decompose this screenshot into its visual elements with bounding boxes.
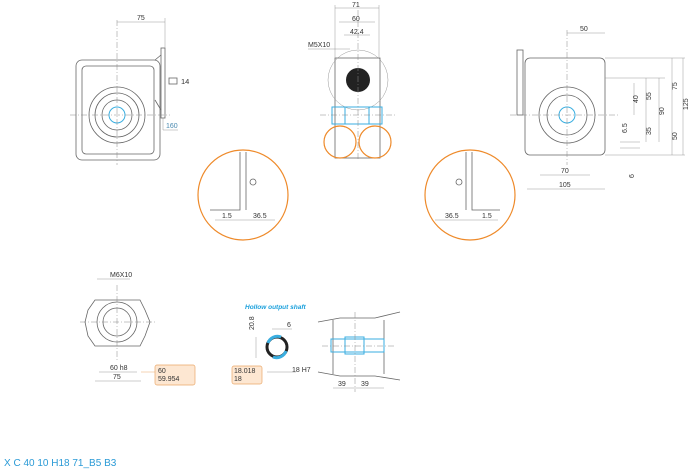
model-code: X C 40 10 H18 71_B5 B3 <box>4 458 117 469</box>
dim-60: 60 <box>352 16 360 23</box>
dim-shaft-key: 14 <box>181 77 189 86</box>
dim-50: 50 <box>672 132 679 140</box>
flange-tol-min: 59.954 <box>158 376 180 383</box>
dim-flange: 160 <box>166 123 178 130</box>
bore-tol-min: 18 <box>234 376 242 383</box>
side-view: 75 14 160 <box>70 15 189 165</box>
flange-tol-max: 60 <box>158 368 166 375</box>
dim-42-4: 42.4 <box>350 29 364 36</box>
dim-40: 40 <box>633 95 640 103</box>
thread-m5: M5X10 <box>308 42 330 49</box>
detail-left-dim-b: 36.5 <box>253 213 267 220</box>
dim-75: 75 <box>137 15 145 22</box>
dim-right-39: 39 <box>361 381 369 388</box>
dim-71: 71 <box>352 2 360 9</box>
dim-left-39: 39 <box>338 381 346 388</box>
dim-105: 105 <box>559 182 571 189</box>
right-view: 50 125 75 50 90 55 35 40 6.5 6 70 105 <box>510 26 690 190</box>
detail-right-dim-b: 1.5 <box>482 213 492 220</box>
bore-tol-max: 18.018 <box>234 368 256 375</box>
hollow-shaft-view: Hollow output shaft 20.8 6 18 H7 18.018 … <box>231 304 311 385</box>
dim-spigot: 60 h8 <box>110 365 128 372</box>
dim-20-8: 20.8 <box>249 316 256 330</box>
detail-left: 1.5 36.5 <box>197 149 289 241</box>
section-view: 39 39 <box>317 311 401 392</box>
dim-6: 6 <box>629 174 636 178</box>
detail-right: 36.5 1.5 <box>424 149 516 241</box>
dim-6-5: 6.5 <box>622 123 629 133</box>
thread-m6: M6X10 <box>110 272 132 279</box>
dim-55: 55 <box>646 92 653 100</box>
dim-90: 90 <box>659 107 666 115</box>
dim-key: 6 <box>287 322 291 329</box>
dim-75: 75 <box>672 82 679 90</box>
hollow-shaft-title: Hollow output shaft <box>245 304 306 311</box>
dim-125: 125 <box>683 98 690 110</box>
dim-bore: 18 H7 <box>292 367 311 374</box>
detail-left-dim-a: 1.5 <box>222 213 232 220</box>
front-view: 71 60 42.4 M5X10 <box>308 2 395 160</box>
dim-35: 35 <box>646 127 653 135</box>
dim-pcd: 75 <box>113 374 121 381</box>
detail-right-dim-a: 36.5 <box>445 213 459 220</box>
flange-view: M6X10 60 h8 75 60 59.954 <box>80 272 196 386</box>
dim-70: 70 <box>561 168 569 175</box>
dim-top-50: 50 <box>580 26 588 33</box>
